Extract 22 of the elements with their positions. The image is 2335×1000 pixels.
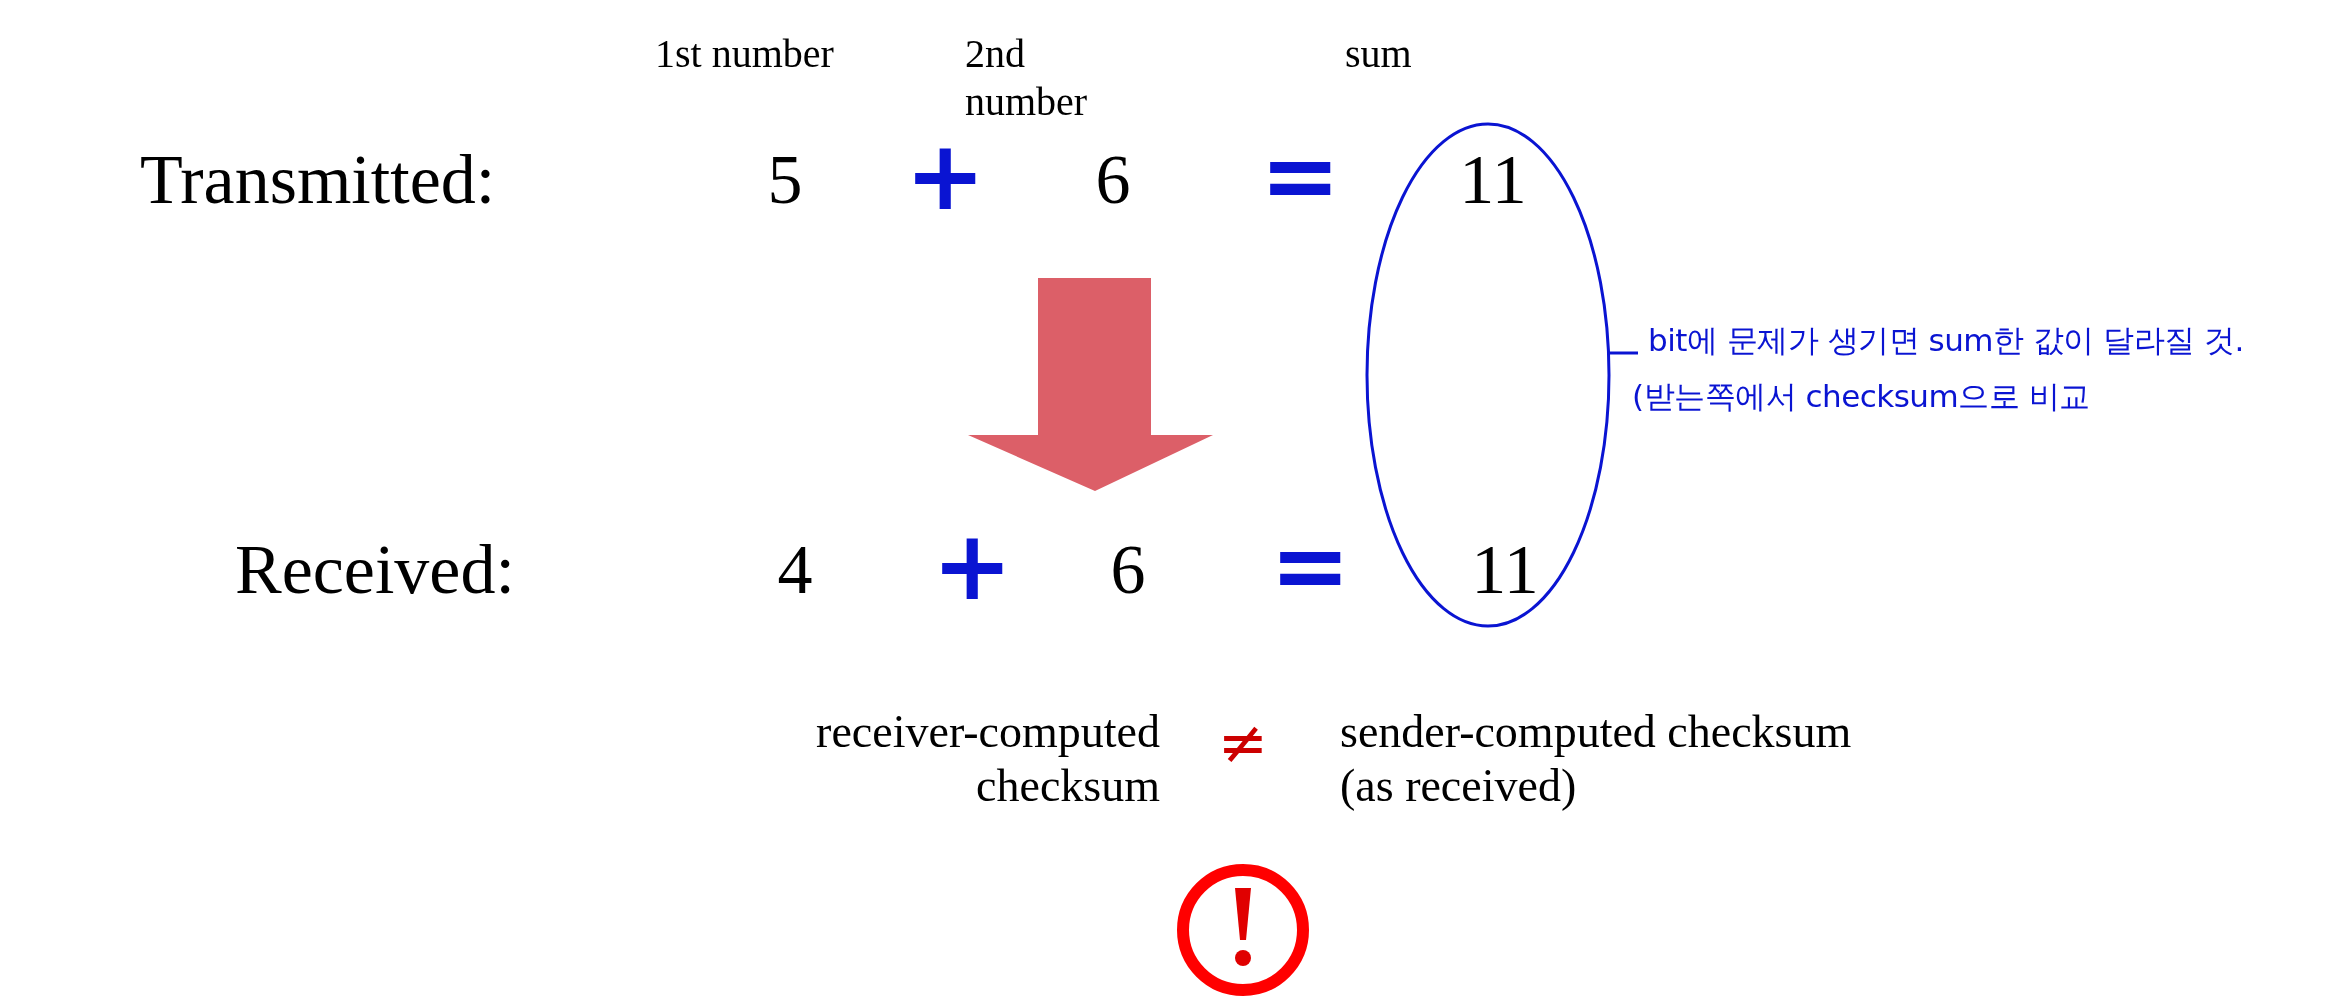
- operator-sign: +: [932, 518, 1012, 614]
- handwritten-note: (받는쪽에서 checksum으로 비교: [1632, 377, 2091, 416]
- row-label: Transmitted:: [140, 140, 497, 220]
- checksum-label: receiver-computed checksum: [815, 705, 1160, 813]
- operator-sign: =: [1270, 518, 1350, 614]
- number: 6: [1094, 140, 1132, 220]
- column-label: sum: [1345, 30, 1413, 78]
- row-label: Received:: [235, 530, 516, 610]
- leader-line: [1607, 351, 1638, 355]
- not-equal-sign: ≠: [1216, 712, 1270, 772]
- ellipse-outline: [1365, 122, 1611, 628]
- number: 5: [766, 140, 804, 220]
- number: 4: [776, 530, 814, 610]
- operator-sign: +: [905, 128, 985, 224]
- operator-sign: =: [1260, 128, 1340, 224]
- number: 11: [1470, 530, 1540, 610]
- number: 6: [1109, 530, 1147, 610]
- checksum-label: sender-computed checksum (as received): [1340, 705, 1853, 813]
- column-label: 2nd number: [965, 30, 1089, 126]
- column-label: 1st number: [655, 30, 835, 78]
- number: 11: [1458, 140, 1528, 220]
- handwritten-note: bit에 문제가 생기면 sum한 값이 달라질 것.: [1648, 321, 2245, 360]
